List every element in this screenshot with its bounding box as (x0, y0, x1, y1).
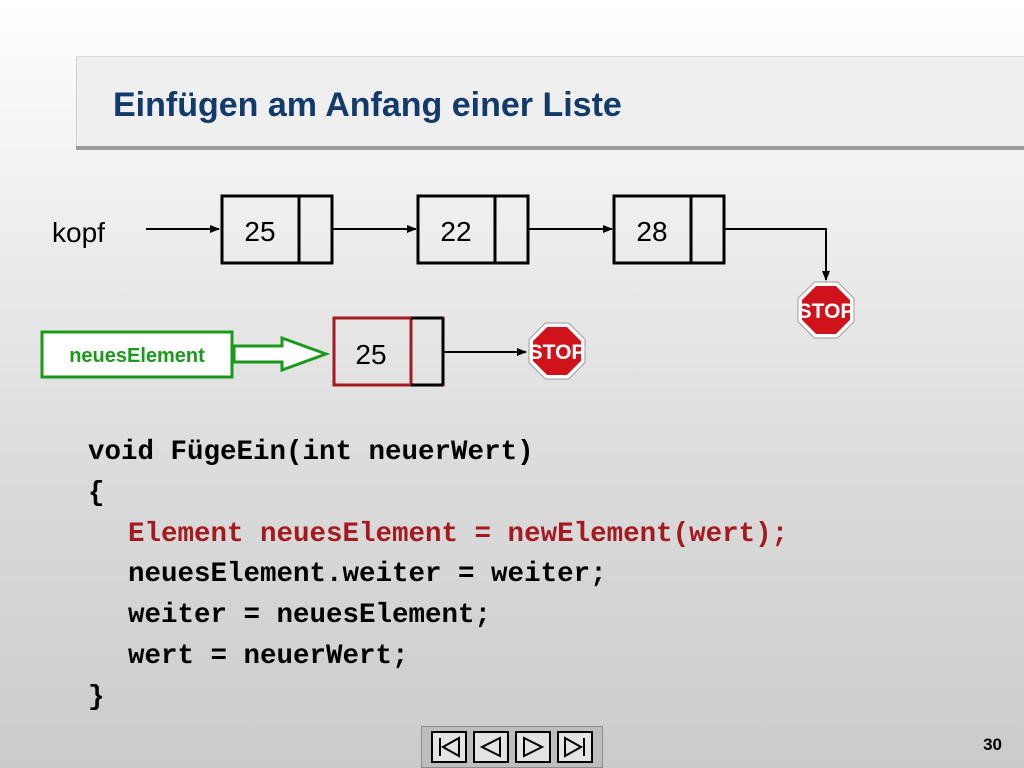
code-line: neuesElement.weiter = weiter; (128, 559, 607, 591)
last-slide-button[interactable] (557, 731, 593, 763)
last-slide-icon (564, 736, 585, 758)
next-slide-button[interactable] (515, 731, 551, 763)
linked-list-diagram: kopf 25 22 28 STOP neuesElement 25 (40, 194, 855, 387)
new-list-node: 25 (332, 316, 445, 387)
list-node: 25 (220, 194, 334, 265)
code-line: } (88, 681, 105, 713)
new-element-pointer-arrow (232, 335, 331, 373)
node-value: 25 (244, 216, 275, 247)
null-pointer-arrow (724, 228, 830, 281)
first-slide-button[interactable] (431, 731, 467, 763)
svg-text:STOP: STOP (798, 300, 855, 323)
list-node: 22 (416, 194, 530, 265)
new-element-label-box (40, 330, 234, 379)
list-node: 28 (612, 194, 726, 265)
code-line: { (88, 477, 105, 509)
node-value: 28 (636, 216, 667, 247)
node-value: 25 (355, 339, 386, 370)
new-element-label: neuesElement (69, 345, 205, 367)
stop-sign-icon: STOP (797, 281, 855, 339)
slide-navigation (421, 726, 603, 768)
title-underline (76, 146, 1024, 150)
title-bar (76, 56, 1024, 146)
code-line: void FügeEin(int neuerWert) (88, 437, 534, 468)
code-line: wert = neuerWert; (128, 640, 409, 672)
next-slide-icon (523, 736, 545, 758)
stop-sign-icon: STOP (528, 322, 586, 380)
previous-slide-button[interactable] (473, 731, 509, 763)
previous-slide-icon (479, 736, 501, 758)
code-block: void FügeEin(int neuerWert) { Element neue… (88, 433, 788, 719)
slide-title: Einfügen am Anfang einer Liste (113, 86, 622, 124)
code-line-highlighted: Element neuesElement = newElement(wert); (128, 518, 789, 550)
first-slide-icon (439, 736, 460, 758)
page-number: 30 (983, 735, 1002, 754)
code-line: weiter = neuesElement; (128, 600, 492, 632)
svg-text:STOP: STOP (529, 341, 586, 364)
head-pointer-label: kopf (52, 217, 105, 248)
node-value: 22 (440, 216, 471, 247)
